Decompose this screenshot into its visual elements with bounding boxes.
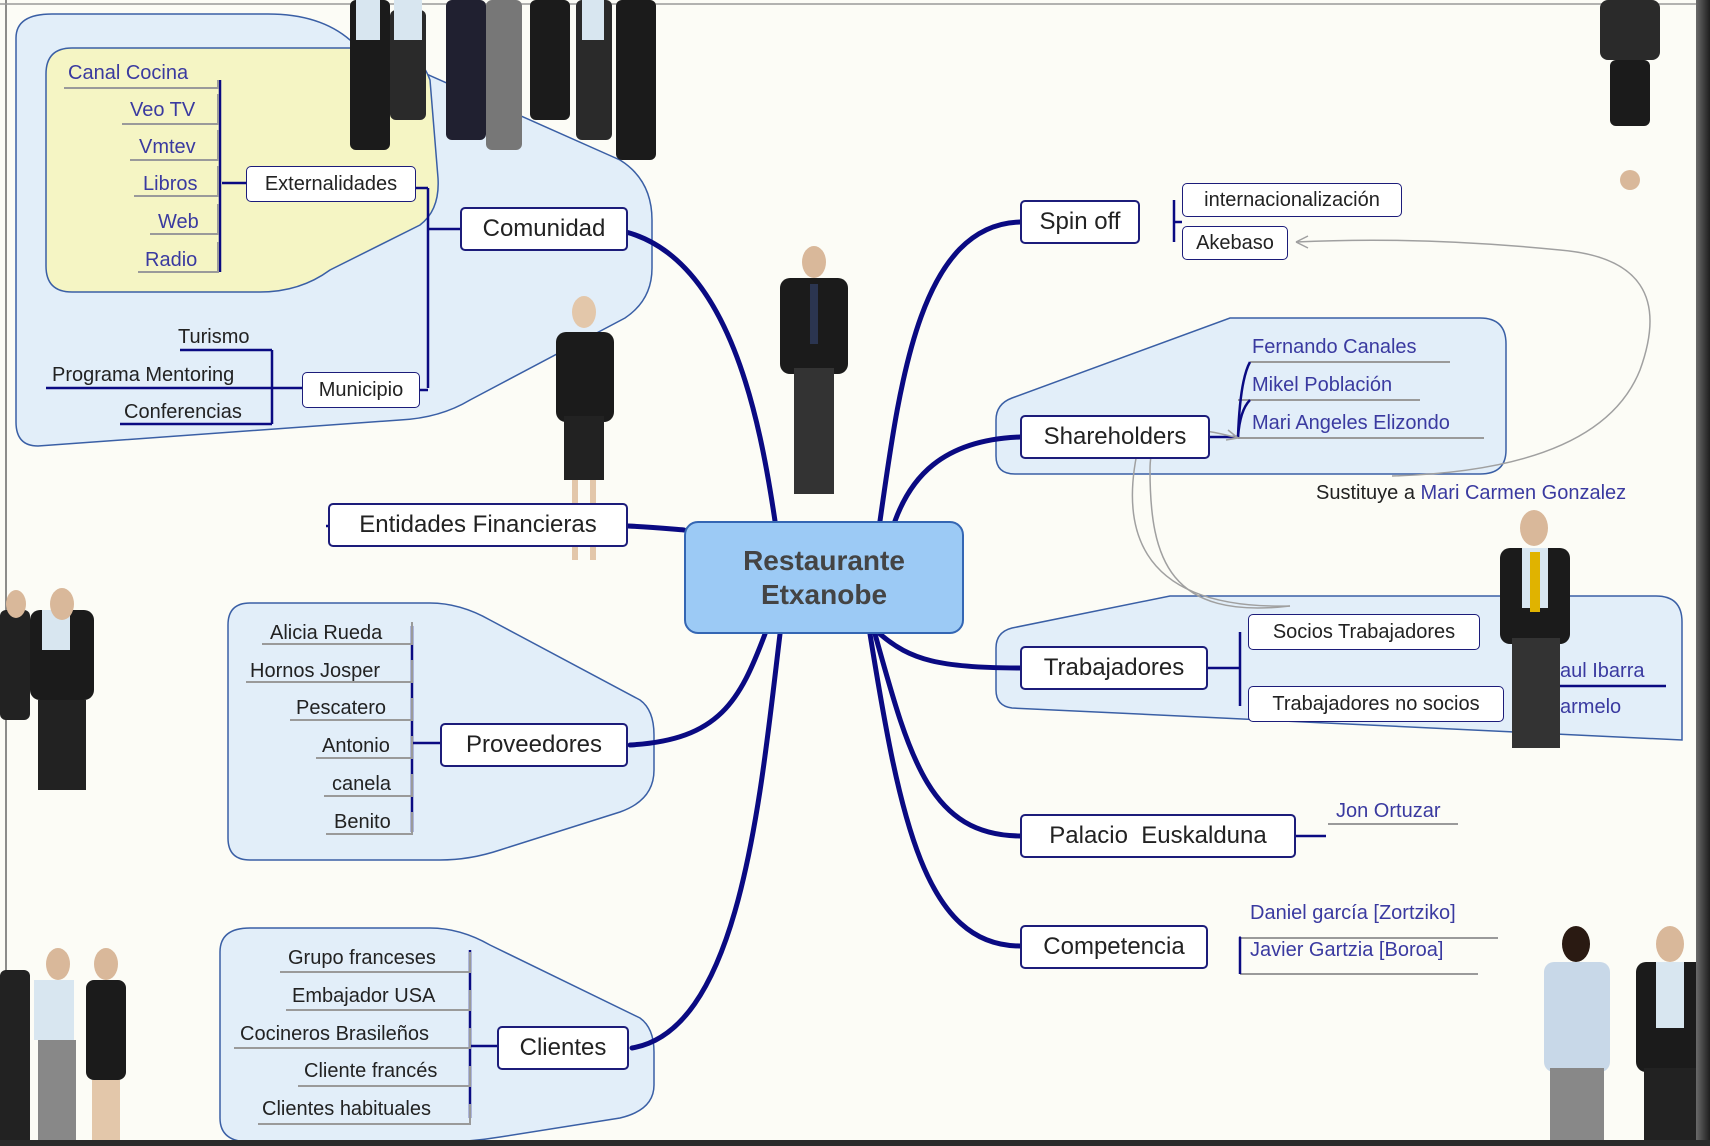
leaf-alicia-rueda[interactable]: Alicia Rueda <box>270 622 383 644</box>
note-sustituye: Sustituye a Mari Carmen Gonzalez <box>1316 482 1626 505</box>
leaf-aul-ibarra[interactable]: aul Ibarra <box>1560 660 1645 682</box>
leaf-embajador-usa[interactable]: Embajador USA <box>292 985 436 1007</box>
topic-clientes[interactable]: Clientes <box>497 1026 629 1070</box>
leaf-antonio[interactable]: Antonio <box>322 735 390 757</box>
window-edge-bottom <box>0 1140 1710 1146</box>
leaf-clientes-habituales[interactable]: Clientes habituales <box>262 1098 431 1120</box>
topic-trabajadores[interactable]: Trabajadores <box>1020 646 1208 690</box>
leaf-fernando-canales[interactable]: Fernando Canales <box>1252 336 1417 358</box>
topic-comunidad[interactable]: Comunidad <box>460 207 628 251</box>
topic-socios-trabajadores[interactable]: Socios Trabajadores <box>1248 614 1480 650</box>
leaf-pescatero[interactable]: Pescatero <box>296 697 387 719</box>
topic-trabajadores-no-socios[interactable]: Trabajadores no socios <box>1248 686 1504 722</box>
leaf-veo-tv[interactable]: Veo TV <box>130 99 196 121</box>
leaf-libros[interactable]: Libros <box>143 173 198 195</box>
central-topic-line1: Restaurante <box>743 544 905 576</box>
note-prefix: Sustituye a <box>1316 482 1415 504</box>
leaf-web[interactable]: Web <box>158 211 199 233</box>
leaf-benito[interactable]: Benito <box>334 811 391 833</box>
central-topic[interactable]: Restaurante Etxanobe <box>684 521 964 634</box>
leaf-mari-angeles-elizondo[interactable]: Mari Angeles Elizondo <box>1252 412 1450 434</box>
leaf-canal-cocina[interactable]: Canal Cocina <box>68 62 189 84</box>
leaf-cliente-frances[interactable]: Cliente francés <box>304 1060 438 1082</box>
clientes-group <box>219 927 655 1143</box>
window-edge-right <box>1696 0 1710 1146</box>
leaf-conferencias[interactable]: Conferencias <box>124 401 242 423</box>
topic-palacio-euskalduna[interactable]: Palacio Euskalduna <box>1020 814 1296 858</box>
leaf-hornos-josper[interactable]: Hornos Josper <box>250 660 381 682</box>
spin-off-akebaso[interactable]: Akebaso <box>1182 226 1288 260</box>
topic-municipio[interactable]: Municipio <box>302 372 420 408</box>
topic-spin-off[interactable]: Spin off <box>1020 200 1140 244</box>
leaf-turismo[interactable]: Turismo <box>178 326 250 348</box>
leaf-cocineros-brasilenos[interactable]: Cocineros Brasileños <box>240 1023 429 1045</box>
leaf-mikel-poblacion[interactable]: Mikel Población <box>1252 374 1393 396</box>
leaf-programa-mentoring[interactable]: Programa Mentoring <box>52 364 235 386</box>
central-topic-line2: Etxanobe <box>760 578 888 610</box>
leaf-vmtev[interactable]: Vmtev <box>139 136 196 158</box>
topic-proveedores[interactable]: Proveedores <box>440 723 628 767</box>
note-name: Mari Carmen Gonzalez <box>1420 482 1627 504</box>
leaf-armelo[interactable]: armelo <box>1560 696 1622 718</box>
topic-competencia[interactable]: Competencia <box>1020 925 1208 969</box>
spin-off-internacionalizacion[interactable]: internacionalización <box>1182 183 1402 217</box>
topic-externalidades[interactable]: Externalidades <box>246 166 416 202</box>
leaf-daniel-garcia[interactable]: Daniel garcía [Zortziko] <box>1250 902 1456 924</box>
leaf-jon-ortuzar[interactable]: Jon Ortuzar <box>1336 800 1441 822</box>
topic-entidades-financieras[interactable]: Entidades Financieras <box>328 503 628 547</box>
leaf-grupo-franceses[interactable]: Grupo franceses <box>288 947 436 969</box>
leaf-radio[interactable]: Radio <box>145 249 198 271</box>
leaf-canela[interactable]: canela <box>332 773 391 795</box>
topic-shareholders[interactable]: Shareholders <box>1020 415 1210 459</box>
externalidades-group <box>45 47 439 293</box>
leaf-javier-gartzia[interactable]: Javier Gartzia [Boroa] <box>1250 939 1444 961</box>
